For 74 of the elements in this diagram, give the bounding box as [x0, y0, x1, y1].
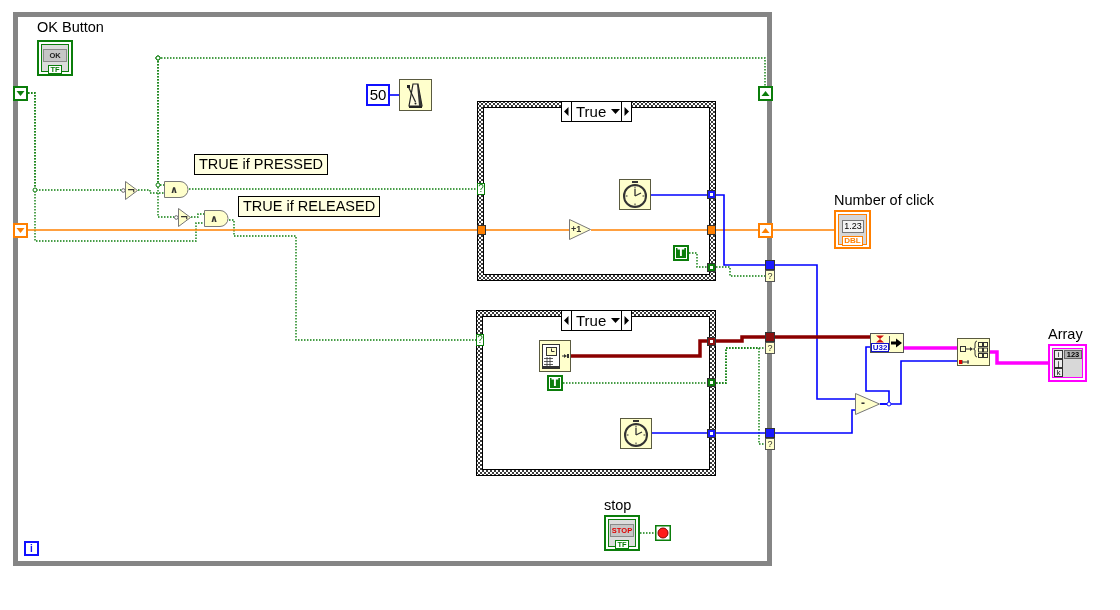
stopwatch-icon [620, 418, 652, 449]
free-label: TRUE if RELEASED [238, 196, 381, 217]
wire [716, 335, 765, 343]
wire [774, 409, 856, 434]
metronome-icon [399, 79, 432, 111]
conversion-node [870, 333, 904, 353]
case-structure-frame [477, 101, 716, 281]
wire [190, 213, 205, 218]
wire [188, 188, 478, 190]
indicator-label: Array [1048, 326, 1083, 343]
stop-circle-icon [655, 525, 671, 541]
wire [590, 229, 708, 231]
tunnel-icon [707, 337, 716, 346]
wire [650, 194, 708, 196]
tunnel-icon [707, 263, 716, 272]
wire [715, 266, 766, 277]
wire [715, 432, 766, 434]
numeric-display: 1.23 [842, 220, 864, 233]
tunnel-icon [707, 225, 716, 235]
boolean-constant: T [547, 375, 563, 391]
wire [772, 229, 835, 231]
wire [990, 350, 1048, 365]
wire [715, 229, 759, 231]
boolean-constant: T [673, 245, 689, 261]
stopwatch-icon [619, 179, 651, 210]
wire [879, 360, 958, 405]
wire [137, 189, 165, 194]
condition-terminal: ? [765, 438, 775, 450]
calendar-clock-icon [539, 340, 571, 372]
wire [389, 94, 400, 96]
iteration-terminal: i [24, 541, 39, 556]
case-structure-frame [476, 310, 716, 476]
wire [571, 339, 707, 358]
wire [27, 92, 205, 242]
and-gate: ∧ [164, 181, 189, 198]
wire [688, 252, 708, 268]
array-grid-icon [957, 338, 990, 366]
terminal-label: OK Button [37, 19, 104, 36]
free-label: TRUE if PRESSED [194, 154, 329, 175]
shift-register-icon [758, 86, 773, 101]
wire [562, 382, 708, 384]
wire [485, 229, 570, 231]
tunnel-icon [477, 225, 486, 235]
increment-node: +1 [569, 219, 591, 240]
wire [715, 194, 766, 266]
terminal-label: stop [604, 497, 632, 514]
wire [639, 532, 656, 534]
condition-terminal: ? [765, 270, 775, 282]
wire [715, 347, 766, 445]
wire [155, 55, 175, 218]
case-name: True [575, 102, 608, 121]
selector-terminal: ? [477, 183, 485, 195]
tunnel-icon [707, 429, 716, 438]
wire [651, 432, 708, 434]
shift-register-icon [13, 223, 28, 238]
data-type-tag: DBL [842, 236, 863, 246]
tunnel-icon [707, 378, 716, 387]
wire [774, 264, 856, 400]
wire [904, 346, 957, 350]
condition-terminal: ? [765, 342, 775, 354]
data-type-tag: U32 [871, 343, 889, 352]
tunnel-icon [707, 190, 716, 199]
indicator-label: Number of click [834, 192, 934, 209]
subtract-node: - [855, 393, 880, 415]
and-gate: ∧ [204, 210, 229, 227]
wire [775, 335, 870, 339]
shift-register-icon [758, 223, 773, 238]
case-name: True [575, 311, 608, 330]
numeric-constant: 50 [366, 84, 390, 106]
wire [228, 219, 477, 341]
while-loop-frame [13, 12, 772, 566]
wire [27, 229, 478, 231]
shift-register-icon [13, 86, 28, 101]
selector-terminal: ? [476, 334, 484, 346]
